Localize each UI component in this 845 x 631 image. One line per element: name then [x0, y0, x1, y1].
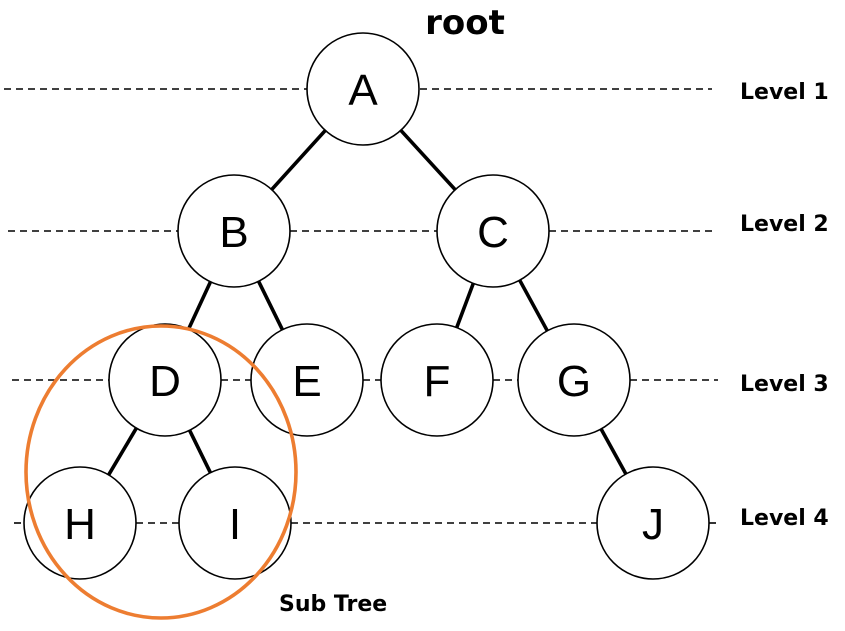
- node-e-label: E: [292, 357, 321, 406]
- node-e: E: [250, 323, 364, 437]
- edge-g-j: [599, 428, 628, 475]
- node-b-label: B: [219, 208, 248, 257]
- subtree-label: Sub Tree: [279, 592, 387, 617]
- node-e-circle: [250, 323, 364, 437]
- level-1-label: Level 1: [740, 80, 829, 105]
- node-g-circle: [517, 323, 631, 437]
- node-a-label: A: [348, 66, 378, 115]
- root-title: root: [425, 3, 505, 43]
- level-4-label: Level 4: [740, 506, 829, 531]
- node-d-circle: [108, 323, 222, 437]
- node-c: C: [436, 174, 550, 288]
- node-c-circle: [436, 174, 550, 288]
- node-i-circle: [178, 466, 292, 580]
- level-2-label: Level 2: [740, 212, 829, 237]
- node-i-label: I: [229, 500, 241, 549]
- node-j: J: [596, 466, 710, 580]
- node-g-label: G: [557, 357, 591, 406]
- node-f: F: [380, 323, 494, 437]
- edge-c-f: [455, 282, 475, 329]
- node-c-label: C: [477, 208, 509, 257]
- level-3-label: Level 3: [740, 372, 829, 397]
- node-f-label: F: [424, 357, 451, 406]
- level-guides: [4, 88, 718, 524]
- level-labels: Level 1 Level 2 Level 3 Level 4: [740, 80, 829, 531]
- edge-c-g: [518, 279, 549, 332]
- node-a: A: [306, 32, 420, 146]
- node-g: G: [517, 323, 631, 437]
- subtree-outline: [24, 324, 298, 620]
- node-j-circle: [596, 466, 710, 580]
- edge-d-i: [187, 429, 213, 474]
- tree-nodes: A B C D E F G H I J: [23, 32, 710, 580]
- edge-b-d: [186, 281, 213, 330]
- tree-edges: [107, 129, 628, 476]
- node-h: H: [23, 466, 137, 580]
- node-a-circle: [306, 32, 420, 146]
- edge-b-e: [256, 280, 285, 331]
- node-b-circle: [177, 174, 291, 288]
- node-b: B: [177, 174, 291, 288]
- node-d-label: D: [149, 357, 181, 406]
- node-i: I: [178, 466, 292, 580]
- node-h-circle: [23, 466, 137, 580]
- node-h-label: H: [64, 500, 96, 549]
- node-d: D: [108, 323, 222, 437]
- edge-d-h: [107, 427, 138, 476]
- edge-a-b: [270, 129, 327, 191]
- edge-a-c: [399, 129, 457, 191]
- node-f-circle: [380, 323, 494, 437]
- node-j-label: J: [642, 500, 664, 549]
